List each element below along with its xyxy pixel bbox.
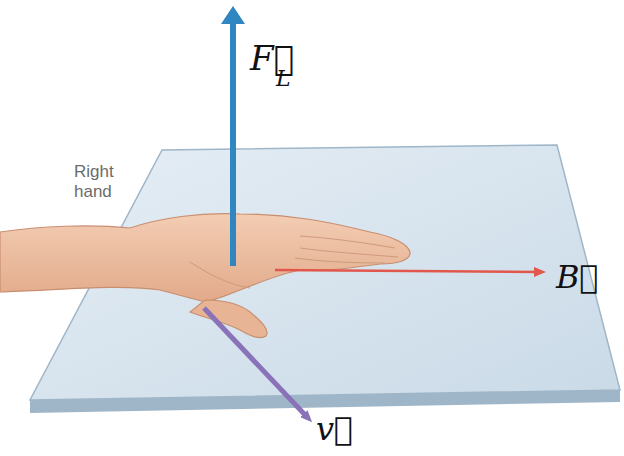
right-hand [0,214,410,338]
b-symbol: B⃗ [556,258,599,296]
force-subscript: L [276,66,291,92]
v-symbol: v⃗ [316,410,353,448]
v-vector-arrow [204,308,308,418]
force-vector-shaft [230,20,236,266]
force-vector-head [221,6,245,24]
hand-caption: Right hand [74,162,144,203]
b-vector-arrow [275,270,540,272]
